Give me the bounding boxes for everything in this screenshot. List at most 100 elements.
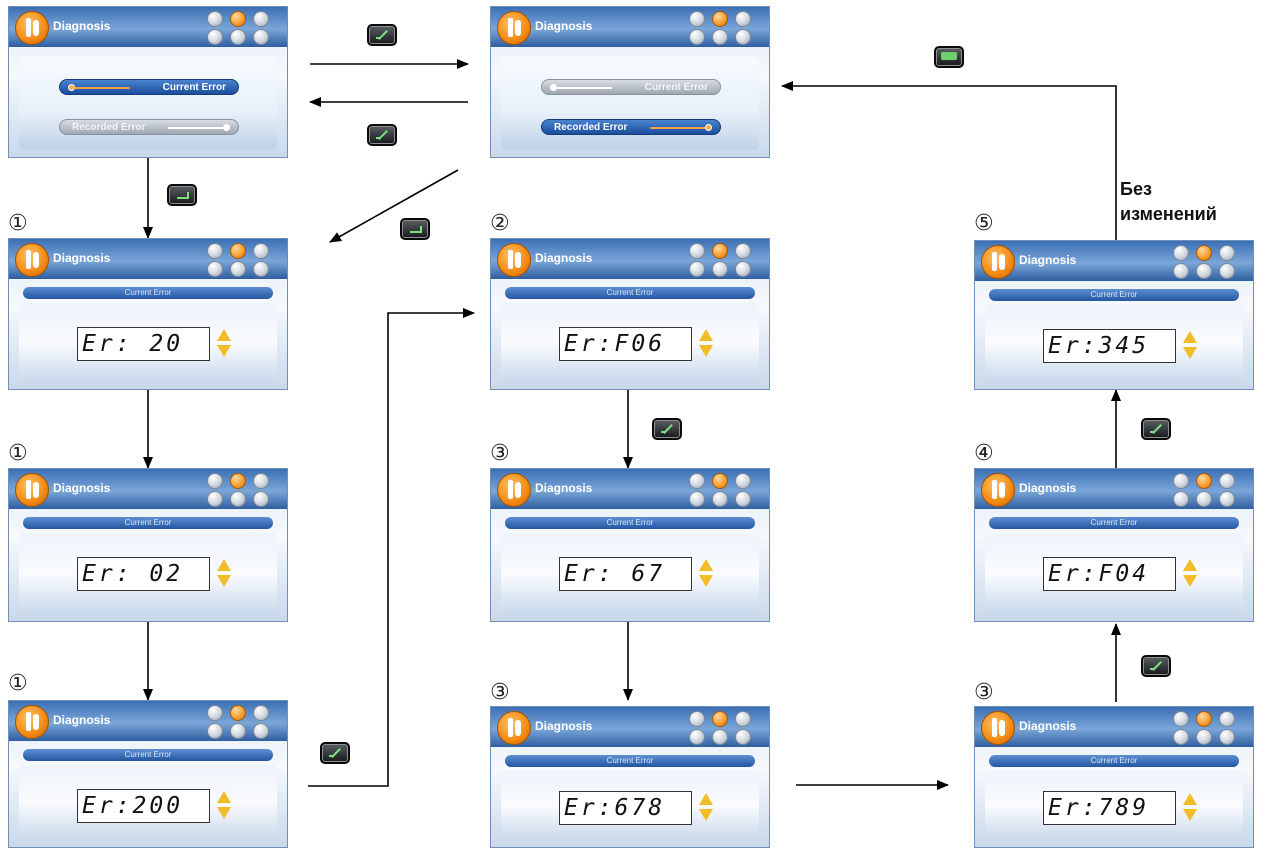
error-screen: Diagnosis Current Error Er:345 xyxy=(974,240,1254,390)
round-button-icon xyxy=(1196,711,1212,727)
error-code-display: Er:345 xyxy=(1043,329,1176,363)
up-down-arrows-icon[interactable] xyxy=(216,557,232,591)
round-button-icon xyxy=(1196,263,1212,279)
up-arrow-icon[interactable] xyxy=(217,791,231,803)
selection-dot-icon xyxy=(705,124,712,131)
screen-title: Diagnosis xyxy=(1019,253,1077,267)
screen-title: Diagnosis xyxy=(53,481,111,495)
round-button-icon xyxy=(1219,473,1235,489)
error-code-display: Er:F04 xyxy=(1043,557,1176,591)
up-arrow-icon[interactable] xyxy=(699,329,713,341)
up-down-arrows-icon[interactable] xyxy=(698,557,714,591)
selection-bar xyxy=(74,87,130,89)
round-button-icon xyxy=(1173,473,1189,489)
error-bar-label: Current Error xyxy=(505,517,755,529)
arrow-menu2-to-screen-a xyxy=(329,169,459,243)
error-screen: Diagnosis Current Error Er: 02 xyxy=(8,468,288,622)
round-button-icon xyxy=(689,729,705,745)
current-error-option[interactable]: Current Error xyxy=(541,79,721,95)
up-down-arrows-icon[interactable] xyxy=(216,327,232,361)
diagnosis-logo-icon xyxy=(15,243,49,277)
step-number: ① xyxy=(8,211,28,236)
next-key-icon xyxy=(1141,655,1171,677)
up-down-arrows-icon[interactable] xyxy=(698,791,714,825)
error-screen: Diagnosis Current Error Er:F04 xyxy=(974,468,1254,622)
round-button-icon xyxy=(207,261,223,277)
screen-header: Diagnosis xyxy=(975,469,1253,509)
screen-title: Diagnosis xyxy=(535,719,593,733)
up-arrow-icon[interactable] xyxy=(217,329,231,341)
round-button-icon xyxy=(230,11,246,27)
down-arrow-icon[interactable] xyxy=(699,575,713,587)
round-button-icon xyxy=(1196,491,1212,507)
diagnosis-menu-screen-recorded: Diagnosis Current Error Recorded Error xyxy=(490,6,770,158)
up-down-arrows-icon[interactable] xyxy=(1182,791,1198,825)
round-button-icon xyxy=(1173,263,1189,279)
round-button-icon xyxy=(712,243,728,259)
screen-header: Diagnosis xyxy=(491,7,769,47)
up-arrow-icon[interactable] xyxy=(1183,331,1197,343)
screen-title: Diagnosis xyxy=(535,19,593,33)
up-down-arrows-icon[interactable] xyxy=(1182,557,1198,591)
round-button-icon xyxy=(735,243,751,259)
up-down-arrows-icon[interactable] xyxy=(1182,329,1198,363)
up-arrow-icon[interactable] xyxy=(699,559,713,571)
error-code-display: Er: 02 xyxy=(77,557,210,591)
round-button-icon xyxy=(689,243,705,259)
up-arrow-icon[interactable] xyxy=(699,793,713,805)
up-arrow-icon[interactable] xyxy=(217,559,231,571)
diagnosis-menu-screen-current: Diagnosis Current Error Recorded Error xyxy=(8,6,288,158)
diagnosis-logo-icon xyxy=(15,473,49,507)
screen-title: Diagnosis xyxy=(53,19,111,33)
current-error-option[interactable]: Current Error xyxy=(59,79,239,95)
error-code-display: Er:F06 xyxy=(559,327,692,361)
down-arrow-icon[interactable] xyxy=(1183,809,1197,821)
round-button-icon xyxy=(230,723,246,739)
recorded-error-label: Recorded Error xyxy=(554,122,628,133)
up-down-arrows-icon[interactable] xyxy=(216,789,232,823)
screen-header: Diagnosis xyxy=(9,469,287,509)
round-button-icon xyxy=(735,491,751,507)
up-arrow-icon[interactable] xyxy=(1183,793,1197,805)
round-button-icon xyxy=(230,261,246,277)
step-number: ② xyxy=(490,211,510,236)
down-arrow-icon[interactable] xyxy=(1183,347,1197,359)
screen-header: Diagnosis xyxy=(491,707,769,747)
round-button-icon xyxy=(735,29,751,45)
error-bar-label: Current Error xyxy=(23,287,273,299)
recorded-error-option[interactable]: Recorded Error xyxy=(541,119,721,135)
up-down-arrows-icon[interactable] xyxy=(698,327,714,361)
error-screen: Diagnosis Current Error Er:200 xyxy=(8,700,288,848)
error-screen: Diagnosis Current Error Er:678 xyxy=(490,706,770,848)
round-button-icon xyxy=(1219,491,1235,507)
error-bar-label: Current Error xyxy=(505,287,755,299)
selection-bar xyxy=(556,87,612,89)
down-arrow-icon[interactable] xyxy=(217,807,231,819)
recorded-error-option[interactable]: Recorded Error xyxy=(59,119,239,135)
error-bar-label: Current Error xyxy=(23,517,273,529)
step-number: ④ xyxy=(974,441,994,466)
round-button-icon xyxy=(689,711,705,727)
up-arrow-icon[interactable] xyxy=(1183,559,1197,571)
down-arrow-icon[interactable] xyxy=(217,345,231,357)
diagnosis-logo-icon xyxy=(497,243,531,277)
down-arrow-icon[interactable] xyxy=(699,809,713,821)
arrow-screen-c-to-d xyxy=(308,308,475,787)
selection-dot-icon xyxy=(223,124,230,131)
screen-title: Diagnosis xyxy=(535,251,593,265)
error-bar-label: Current Error xyxy=(989,517,1239,529)
error-code-display: Er:200 xyxy=(77,789,210,823)
error-code-display: Er: 20 xyxy=(77,327,210,361)
screen-header: Diagnosis xyxy=(9,701,287,741)
step-number: ① xyxy=(8,441,28,466)
round-button-icon xyxy=(735,261,751,277)
down-arrow-icon[interactable] xyxy=(1183,575,1197,587)
down-arrow-icon[interactable] xyxy=(217,575,231,587)
round-button-icon xyxy=(712,29,728,45)
error-screen: Diagnosis Current Error Er:789 xyxy=(974,706,1254,848)
down-arrow-icon[interactable] xyxy=(699,345,713,357)
round-button-icon xyxy=(735,11,751,27)
screen-title: Diagnosis xyxy=(53,713,111,727)
diagnosis-logo-icon xyxy=(15,705,49,739)
round-button-icon xyxy=(735,711,751,727)
